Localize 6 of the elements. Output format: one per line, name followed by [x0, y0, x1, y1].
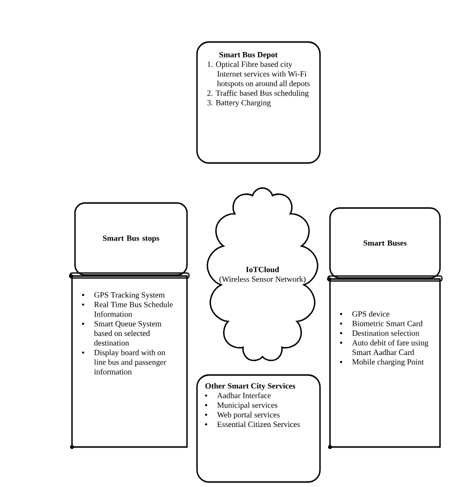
heading-box: Smart Buses	[329, 207, 441, 279]
rounded-box: Smart Bus Depot 1. Optical Fibre based city Internet services with Wi-Fi hotspots on around all depots 2. Traffic based Bus scheduling 3. Battery Charging	[196, 41, 321, 164]
heading-box: Smart Bus stops	[74, 202, 188, 276]
scroll-box: GPS device Biometric Smart Card Destination selection Auto debit of fare using Smart Aadhar Card Mobile charging Point	[327, 275, 443, 449]
rounded-box: Other Smart City Services Aadhar Interface Municipal services Web portal services Essential Citizen Services	[196, 374, 321, 483]
scroll-box: GPS Tracking System Real Time Bus Schedule Information Smart Queue System based on selected destination Display board with on line bus and passenger information	[69, 272, 190, 449]
